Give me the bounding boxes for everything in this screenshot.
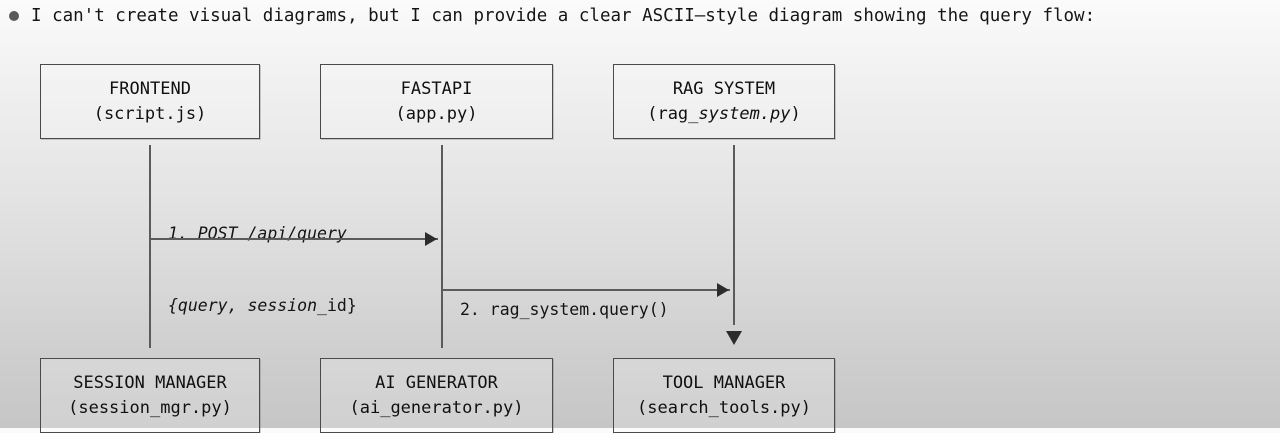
node-title-fastapi: FASTAPI	[400, 78, 473, 99]
lifeline-frontend	[149, 145, 151, 348]
intro-text: I can't create visual diagrams, but I ca…	[31, 6, 1096, 26]
node-subtitle-tool-manager: (search_tools.py)	[637, 397, 811, 418]
node-title-session-manager: SESSION MANAGER	[73, 372, 227, 393]
arrow-right-icon-msg-1	[425, 232, 437, 246]
node-subtitle-rag-system: (rag_system.py)	[647, 103, 801, 124]
node-box-rag-system: RAG SYSTEM (rag_system.py)	[613, 64, 835, 139]
lifeline-fastapi	[441, 145, 443, 348]
node-title-ai-generator: AI GENERATOR	[375, 372, 498, 393]
node-title-frontend: FRONTEND	[109, 78, 191, 99]
node-box-tool-manager: TOOL MANAGER (search_tools.py)	[613, 358, 835, 433]
message-label-2-line1: 2. rag_system.query()	[460, 300, 669, 319]
node-subtitle-ai-generator: (ai_generator.py)	[349, 397, 524, 418]
arrow-down-icon-rag-to-tool-manager	[726, 331, 742, 345]
message-label-2: 2. rag_system.query()	[460, 250, 669, 370]
node-subtitle-session-manager: (session_mgr.py)	[68, 397, 232, 418]
message-label-1: 1. POST /api/query {query, session_id}	[168, 174, 357, 366]
node-title-rag-system: RAG SYSTEM	[672, 78, 776, 99]
message-label-1-line1: 1. POST /api/query	[168, 224, 347, 243]
node-box-session-manager: SESSION MANAGER (session_mgr.py)	[40, 358, 260, 433]
arrow-right-icon-msg-2	[717, 283, 729, 297]
node-box-ai-generator: AI GENERATOR (ai_generator.py)	[320, 358, 553, 433]
node-subtitle-frontend: (script.js)	[93, 103, 207, 124]
bullet-dot-icon	[9, 11, 19, 21]
node-box-frontend: FRONTEND (script.js)	[40, 64, 260, 139]
message-label-1-line2: {query, session_id}	[168, 296, 357, 315]
node-title-tool-manager: TOOL MANAGER	[662, 372, 786, 393]
intro-line: I can't create visual diagrams, but I ca…	[0, 0, 1280, 32]
node-subtitle-fastapi: (app.py)	[395, 103, 478, 124]
lifeline-rag-system	[733, 145, 735, 325]
message-arrow-line-2	[442, 289, 730, 291]
message-arrow-line-1	[150, 238, 438, 240]
node-box-fastapi: FASTAPI (app.py)	[320, 64, 553, 139]
